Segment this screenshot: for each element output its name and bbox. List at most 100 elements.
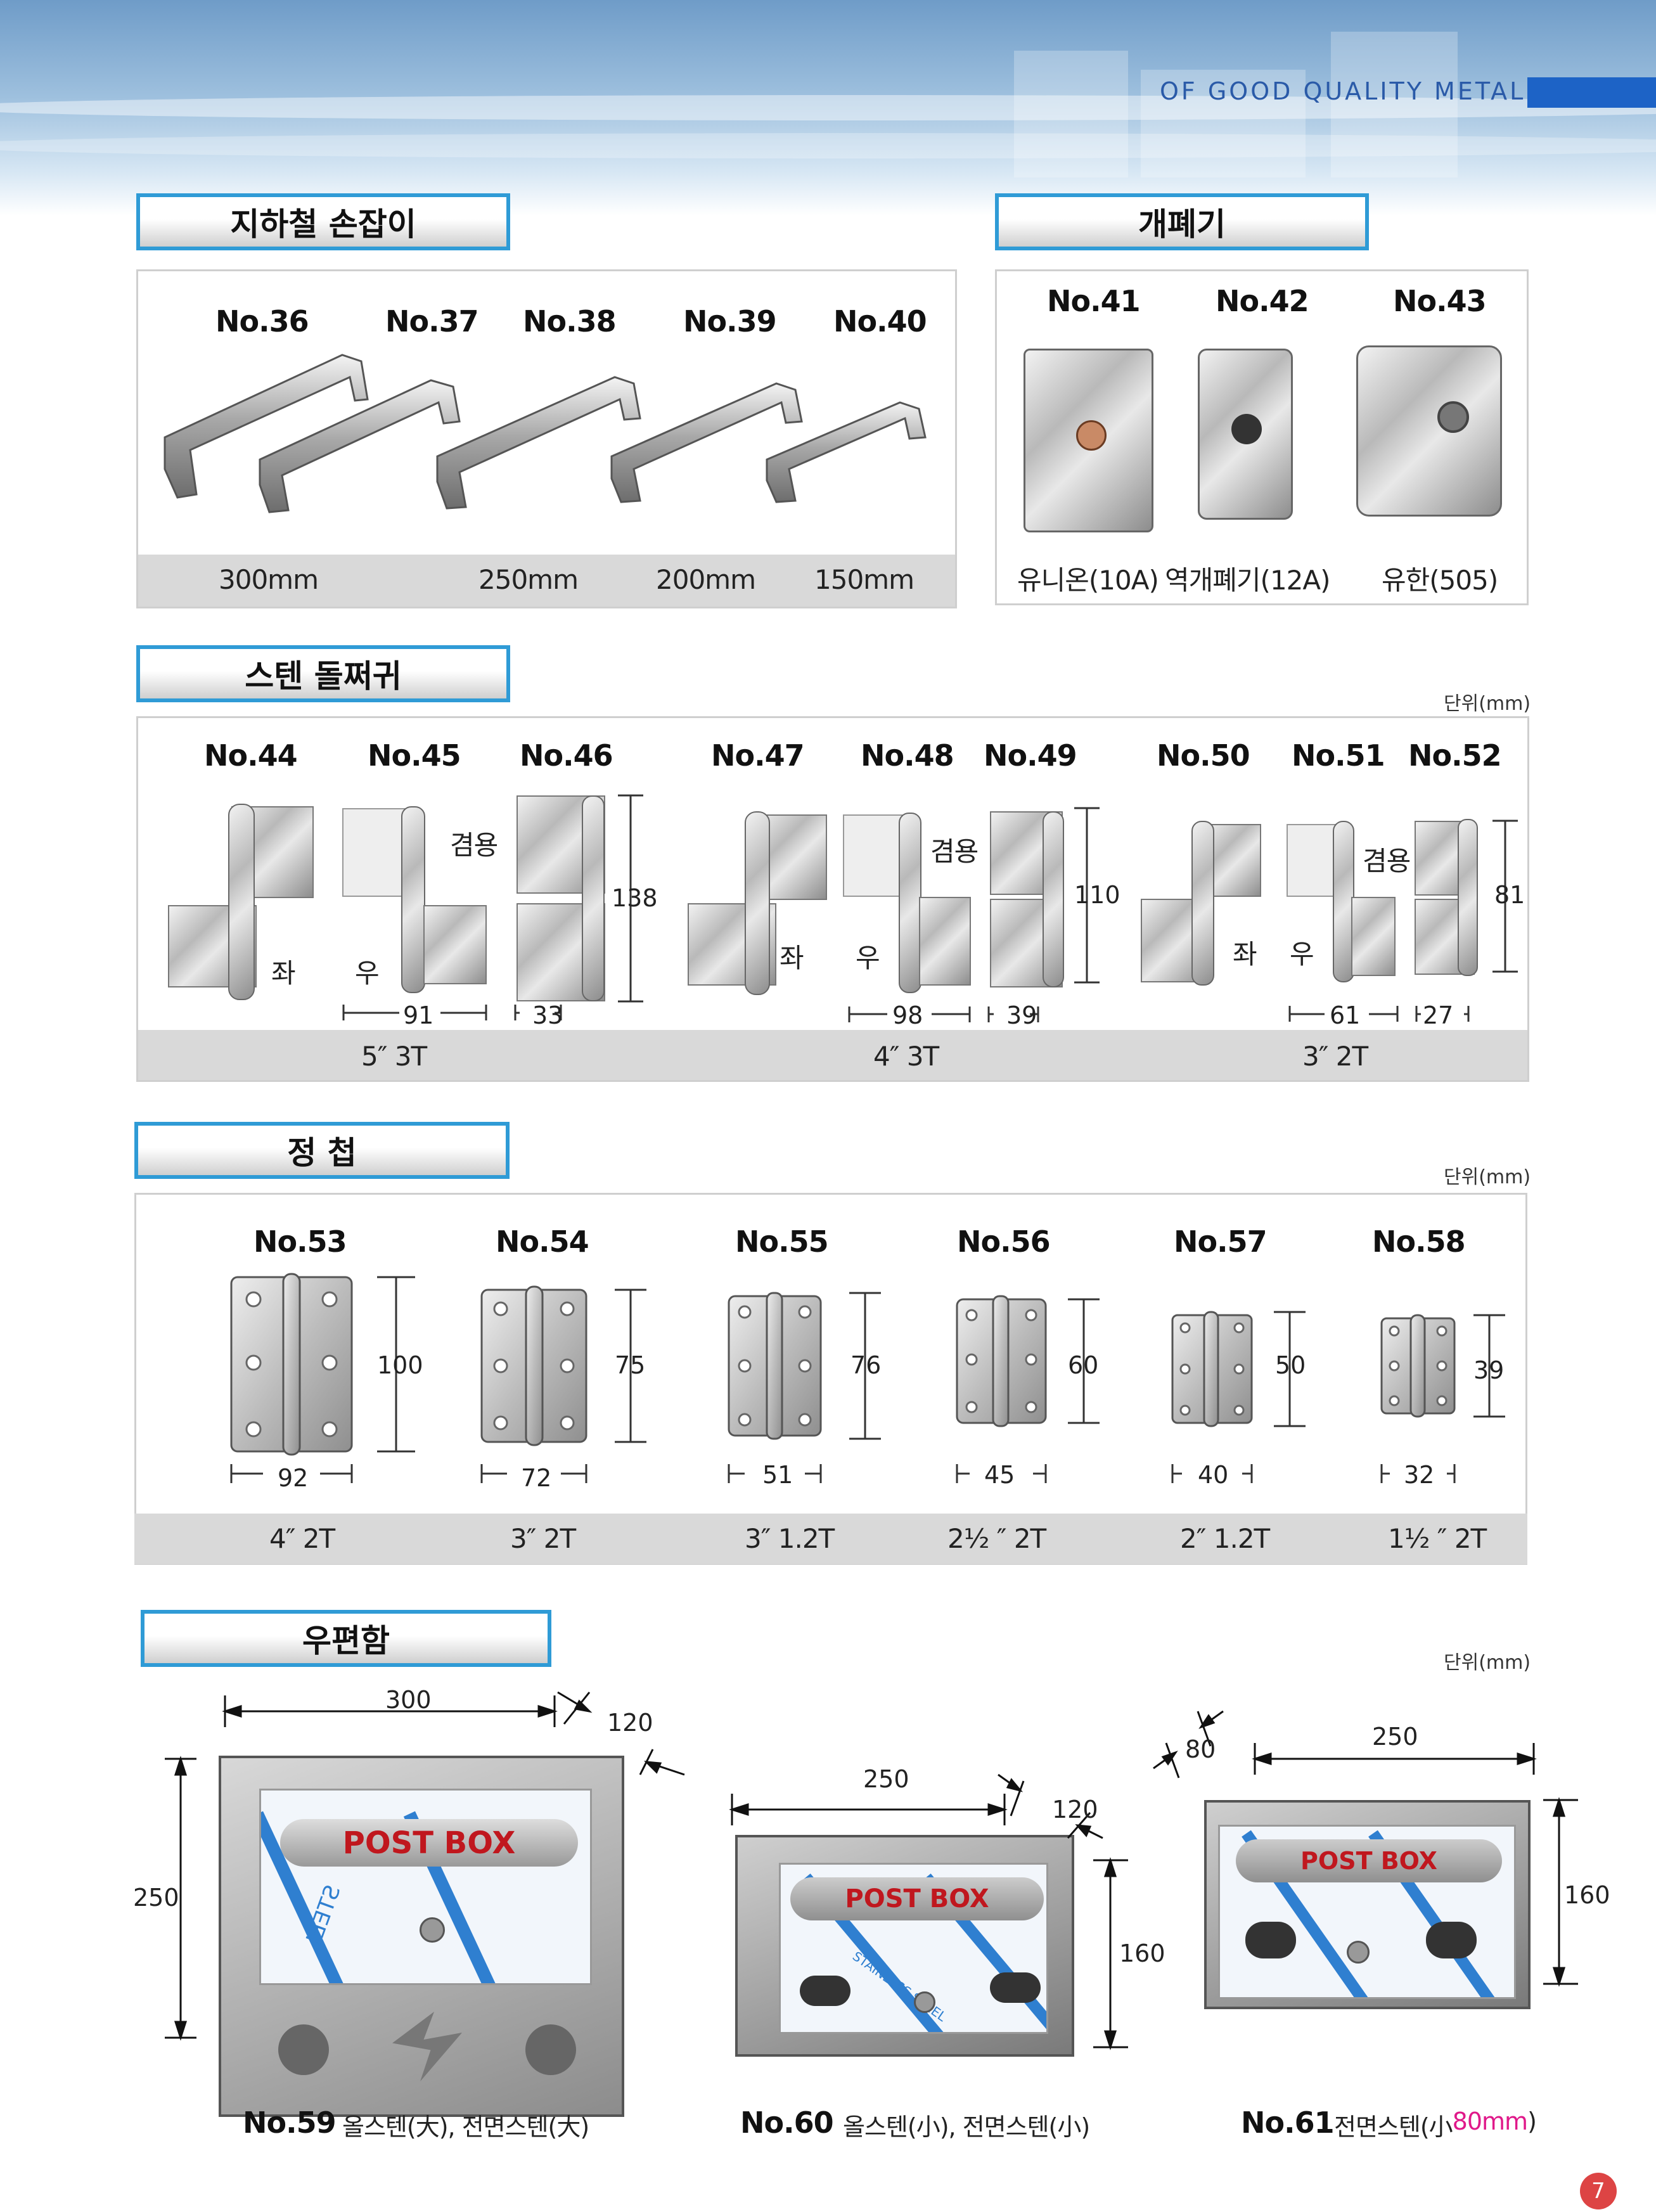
postbox-59-image: POST BOX STEEL (219, 1756, 624, 2117)
header-accent-bar (1527, 77, 1656, 108)
postbox-desc-accent: 80mm (1452, 2107, 1528, 2135)
postbox-desc: 전면스텐(小 (1334, 2113, 1453, 2141)
item-label: No.43 (1393, 284, 1487, 318)
postbox-label: POST BOX (1236, 1839, 1502, 1882)
depth-dim: 33 (532, 1001, 563, 1029)
height-dim: 160 (1119, 1939, 1165, 1967)
postbox-front-panel: POST BOX STEEL (259, 1789, 592, 1985)
postbox-front-panel: POST BOX STAINLESS STEEL (779, 1863, 1048, 2034)
slot-icon (990, 1972, 1041, 2003)
postbox-desc-end: ) (1527, 2107, 1537, 2135)
hinge-pin (582, 795, 605, 1001)
depth-dim: 120 (1052, 1796, 1098, 1823)
hinge-pin (1043, 811, 1064, 987)
size-label: 300mm (219, 564, 319, 595)
item-label: No.57 (1174, 1225, 1268, 1259)
hinge-leaf (919, 897, 971, 986)
butt-spec: 4″ 2T (269, 1523, 335, 1554)
item-label: No.37 (385, 304, 479, 338)
item-label: No.56 (957, 1225, 1051, 1259)
hinge-leaf (1351, 897, 1396, 976)
hinge-spec-strip (138, 1030, 1527, 1080)
width-dim: 61 (1330, 1001, 1361, 1029)
section-title-handle: 지하철 손잡이 (136, 193, 510, 250)
item-label: No.40 (833, 304, 927, 338)
item-label: No.54 (496, 1225, 589, 1259)
item-label: No.45 (368, 738, 461, 773)
unit-label: 단위(mm) (1444, 1652, 1531, 1674)
building-shape (1014, 51, 1128, 177)
butt-spec: 2½ ″ 2T (947, 1523, 1046, 1554)
butt-spec: 2″ 1.2T (1180, 1523, 1270, 1554)
height-dim: 76 (850, 1351, 882, 1379)
item-label: No.52 (1408, 738, 1502, 773)
left-label: 좌 (780, 942, 804, 974)
opener-caption: 유니온(10A) (1017, 565, 1159, 596)
butt-hinge-spec-strip (134, 1514, 1527, 1564)
depth-dim: 80 (1185, 1735, 1216, 1763)
hinge-pin (1458, 819, 1478, 976)
item-label: No.59 (243, 2106, 337, 2140)
depth-dim: 27 (1423, 1001, 1454, 1029)
hinge-leaf (423, 905, 487, 984)
width-dim: 98 (892, 1001, 923, 1029)
item-label: No.50 (1157, 738, 1250, 773)
width-dim: 32 (1404, 1461, 1435, 1489)
height-dim: 50 (1275, 1351, 1306, 1379)
butt-hinges-image (230, 1273, 1505, 1483)
hinge-spec: 4″ 3T (873, 1041, 939, 1072)
butt-spec: 1½ ″ 2T (1388, 1523, 1487, 1554)
building-shape (1141, 70, 1306, 177)
postbox-61-image: POST BOX (1204, 1800, 1531, 2009)
height-dim: 250 (133, 1884, 179, 1912)
postbox-desc: 올스텐(小), 전면스텐(小) (843, 2113, 1090, 2141)
item-label: No.51 (1292, 738, 1385, 773)
right-label: 우 (856, 942, 880, 974)
postbox-60-image: POST BOX STAINLESS STEEL (735, 1835, 1074, 2057)
item-label: No.61 (1241, 2106, 1335, 2140)
header-tagline: OF GOOD QUALITY METAL (1160, 77, 1526, 105)
postbox-60-dimensions (729, 1773, 1128, 2050)
width-dim: 91 (403, 1001, 434, 1029)
item-label: No.46 (520, 738, 613, 773)
item-label: No.47 (711, 738, 805, 773)
unit-label: 단위(mm) (1444, 693, 1531, 715)
opener-43-image (1356, 345, 1502, 517)
hinge-leaf (1287, 824, 1337, 897)
slot-icon (525, 2024, 576, 2075)
size-label: 150mm (814, 564, 915, 595)
slot-icon (1245, 1922, 1296, 1958)
slot-icon (1426, 1922, 1477, 1958)
width-dim: 45 (984, 1461, 1015, 1489)
postbox-label: POST BOX (280, 1819, 578, 1867)
width-dim: 40 (1198, 1461, 1229, 1489)
height-dim: 75 (615, 1351, 646, 1379)
unit-label: 단위(mm) (1444, 1166, 1531, 1188)
hinge-spec: 3″ 2T (1302, 1041, 1368, 1072)
width-dim: 250 (1372, 1723, 1418, 1751)
width-dim: 51 (762, 1461, 793, 1489)
item-label: No.55 (735, 1225, 829, 1259)
building-shape (1331, 32, 1458, 177)
handle-size-strip (138, 555, 955, 607)
right-label: 우 (1290, 939, 1314, 970)
item-label: No.48 (861, 738, 954, 773)
width-dim: 72 (521, 1464, 552, 1492)
keyhole-icon (1231, 414, 1262, 444)
shared-label: 겸용 (450, 830, 498, 861)
item-label: No.36 (215, 304, 309, 338)
height-dim: 138 (612, 884, 658, 912)
section-title-opener: 개폐기 (995, 193, 1369, 250)
hinge-dimension-lines (1288, 820, 1518, 1022)
item-label: No.41 (1047, 284, 1141, 318)
item-label: No.42 (1216, 284, 1309, 318)
hinge-pin (1191, 821, 1214, 986)
slot-icon (278, 2024, 329, 2075)
size-label: 200mm (656, 564, 756, 595)
lock-cylinder-icon (1437, 401, 1469, 433)
section-title-postbox: 우편함 (141, 1610, 551, 1667)
button-icon (1076, 420, 1107, 451)
hinge-pin (401, 806, 425, 993)
hinge-panel (136, 716, 1529, 1082)
slot-icon (800, 1976, 850, 2006)
